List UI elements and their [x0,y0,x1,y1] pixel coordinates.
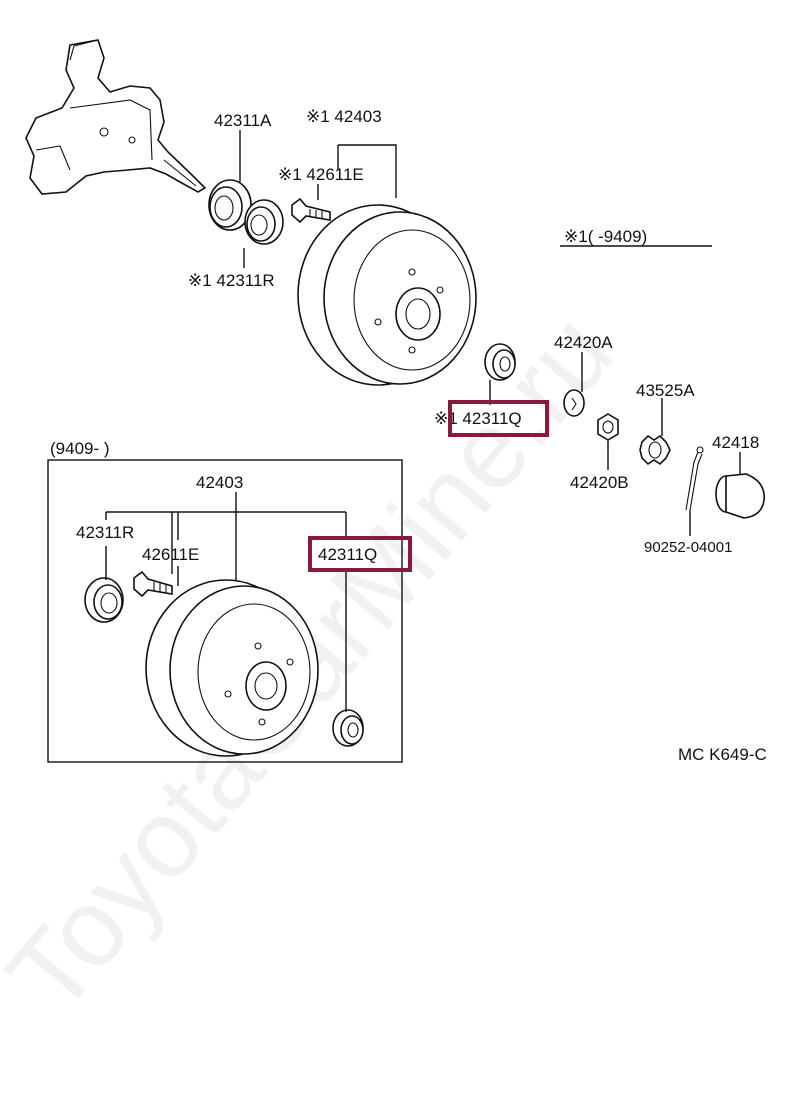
bearing-42311r-part [244,199,284,245]
lower-leader-lines [105,492,347,712]
highlight-box-upper [448,400,549,437]
label-42311r-lower: 42311R [76,523,134,542]
label-hub-bolt-lower: 42611E [142,545,199,564]
bearing-42311r-lower-part [84,577,124,623]
cotter-pin-part [685,446,704,511]
label-hub-bolt-upper: ※1 42611E [278,165,364,184]
hub-bolt-part [291,197,331,224]
label-cotter-pin: 90252-04001 [644,539,732,556]
date-range-lower: (9409- ) [50,439,110,458]
label-nut-lock: 43525A [636,381,695,400]
hub-bolt-lower-part [133,570,173,598]
label-42311a: 42311A [214,111,272,130]
label-washer: 42420A [554,333,613,352]
nut-part [597,413,619,441]
upper-leader-lines [239,130,741,536]
steering-knuckle [25,39,207,195]
label-drum-lower: 42403 [196,473,243,492]
washer-part [563,389,585,417]
highlight-box-lower [308,536,412,572]
brake-drum-lower-part [145,579,319,757]
bearing-42311q-lower-part [332,709,364,747]
label-nut: 42420B [570,473,629,492]
bearing-42311a-part [208,179,252,231]
date-range-upper: ※1( -9409) [564,227,647,246]
lower-assembly-frame [47,459,403,763]
label-grease-cap: 42418 [712,433,759,452]
nut-lock-part [639,434,671,466]
label-42311q-upper: ※1 42311Q [434,409,522,428]
bearing-42311q-part [484,343,516,381]
figure-code: MC K649-C [678,745,767,764]
brake-drum-part [297,204,477,386]
label-drum-upper: ※1 42403 [306,107,382,126]
grease-cap-part [715,473,765,519]
label-42311q-lower: 42311Q [318,545,377,564]
label-42311r-upper: ※1 42311R [188,271,275,290]
